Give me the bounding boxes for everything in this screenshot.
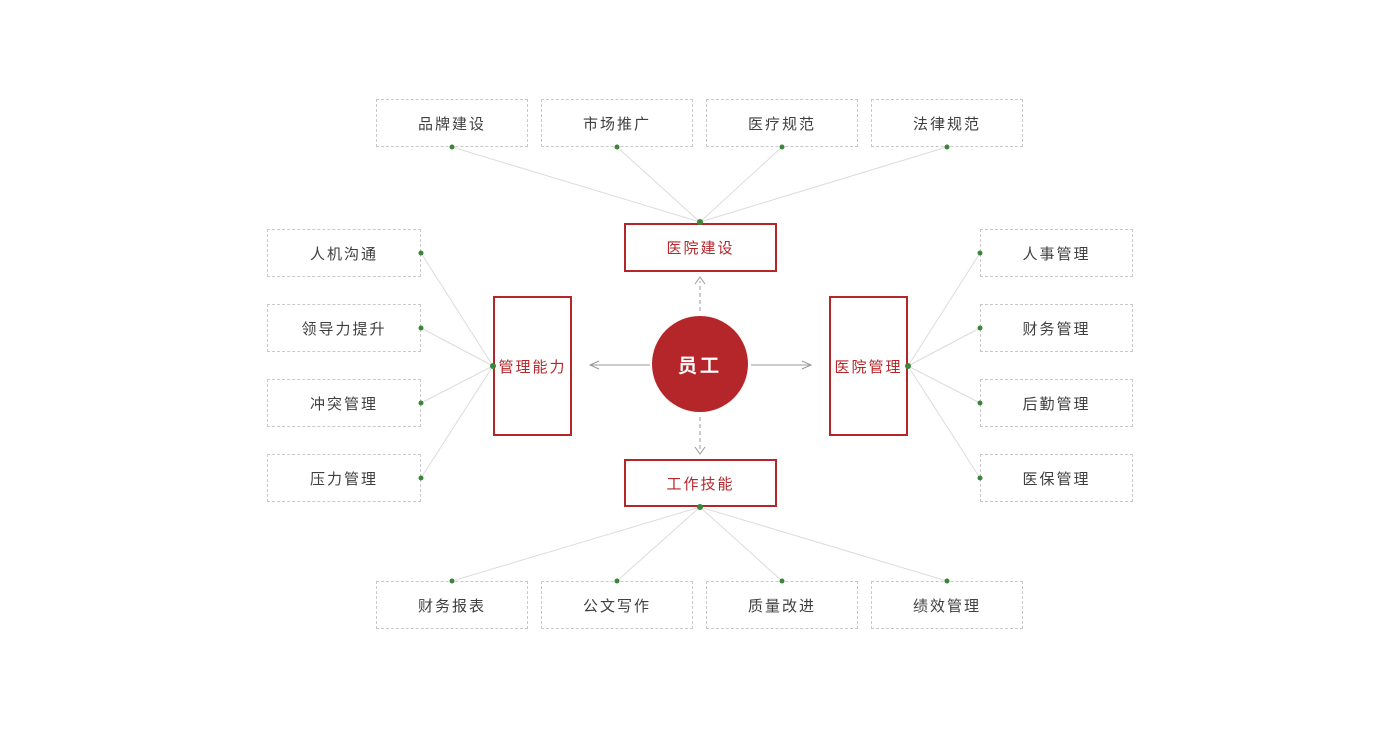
node-label: 压力管理 [309,470,378,488]
node-leadership-improvement: 领导力提升 [267,304,421,352]
hub-hospital-construction: 医院建设 [624,223,777,272]
node-interpersonal-communication: 人机沟通 [267,229,421,277]
node-label: 人机沟通 [309,245,378,263]
node-legal-standards: 法律规范 [871,99,1023,147]
node-financial-reports: 财务报表 [376,581,528,629]
node-brand-building: 品牌建设 [376,99,528,147]
node-medical-insurance-management: 医保管理 [980,454,1133,502]
node-stress-management: 压力管理 [267,454,421,502]
node-conflict-management: 冲突管理 [267,379,421,427]
node-official-writing: 公文写作 [541,581,693,629]
node-label: 人事管理 [1022,245,1091,263]
node-finance-management: 财务管理 [980,304,1133,352]
node-label: 品牌建设 [417,115,486,133]
hub-label: 医院管理 [834,358,903,376]
node-logistics-management: 后勤管理 [980,379,1133,427]
node-label: 公文写作 [582,597,651,615]
node-label: 医保管理 [1022,470,1091,488]
node-label: 领导力提升 [301,320,387,338]
node-label: 质量改进 [747,597,816,615]
node-quality-improvement: 质量改进 [706,581,858,629]
node-performance-management: 绩效管理 [871,581,1023,629]
hub-label: 工作技能 [666,475,735,493]
arrow-down-icon [694,417,706,455]
hub-label: 管理能力 [498,358,567,376]
node-label: 法律规范 [912,115,981,133]
arrow-right-icon [751,360,813,370]
node-label: 医疗规范 [747,115,816,133]
node-label: 财务报表 [417,597,486,615]
node-label: 冲突管理 [309,395,378,413]
node-label: 财务管理 [1022,320,1091,338]
center-label: 员工 [677,355,722,377]
node-label: 市场推广 [582,115,651,133]
arrow-left-icon [588,360,650,370]
node-medical-standards: 医疗规范 [706,99,858,147]
arrow-up-icon [694,276,706,311]
hub-hospital-management: 医院管理 [829,296,908,436]
node-hr-management: 人事管理 [980,229,1133,277]
node-market-promotion: 市场推广 [541,99,693,147]
node-label: 后勤管理 [1022,395,1091,413]
hub-label: 医院建设 [666,240,735,257]
hub-work-skills: 工作技能 [624,459,777,507]
center-node-employee: 员工 [652,316,748,412]
hub-management-ability: 管理能力 [493,296,572,436]
node-label: 绩效管理 [912,597,981,615]
